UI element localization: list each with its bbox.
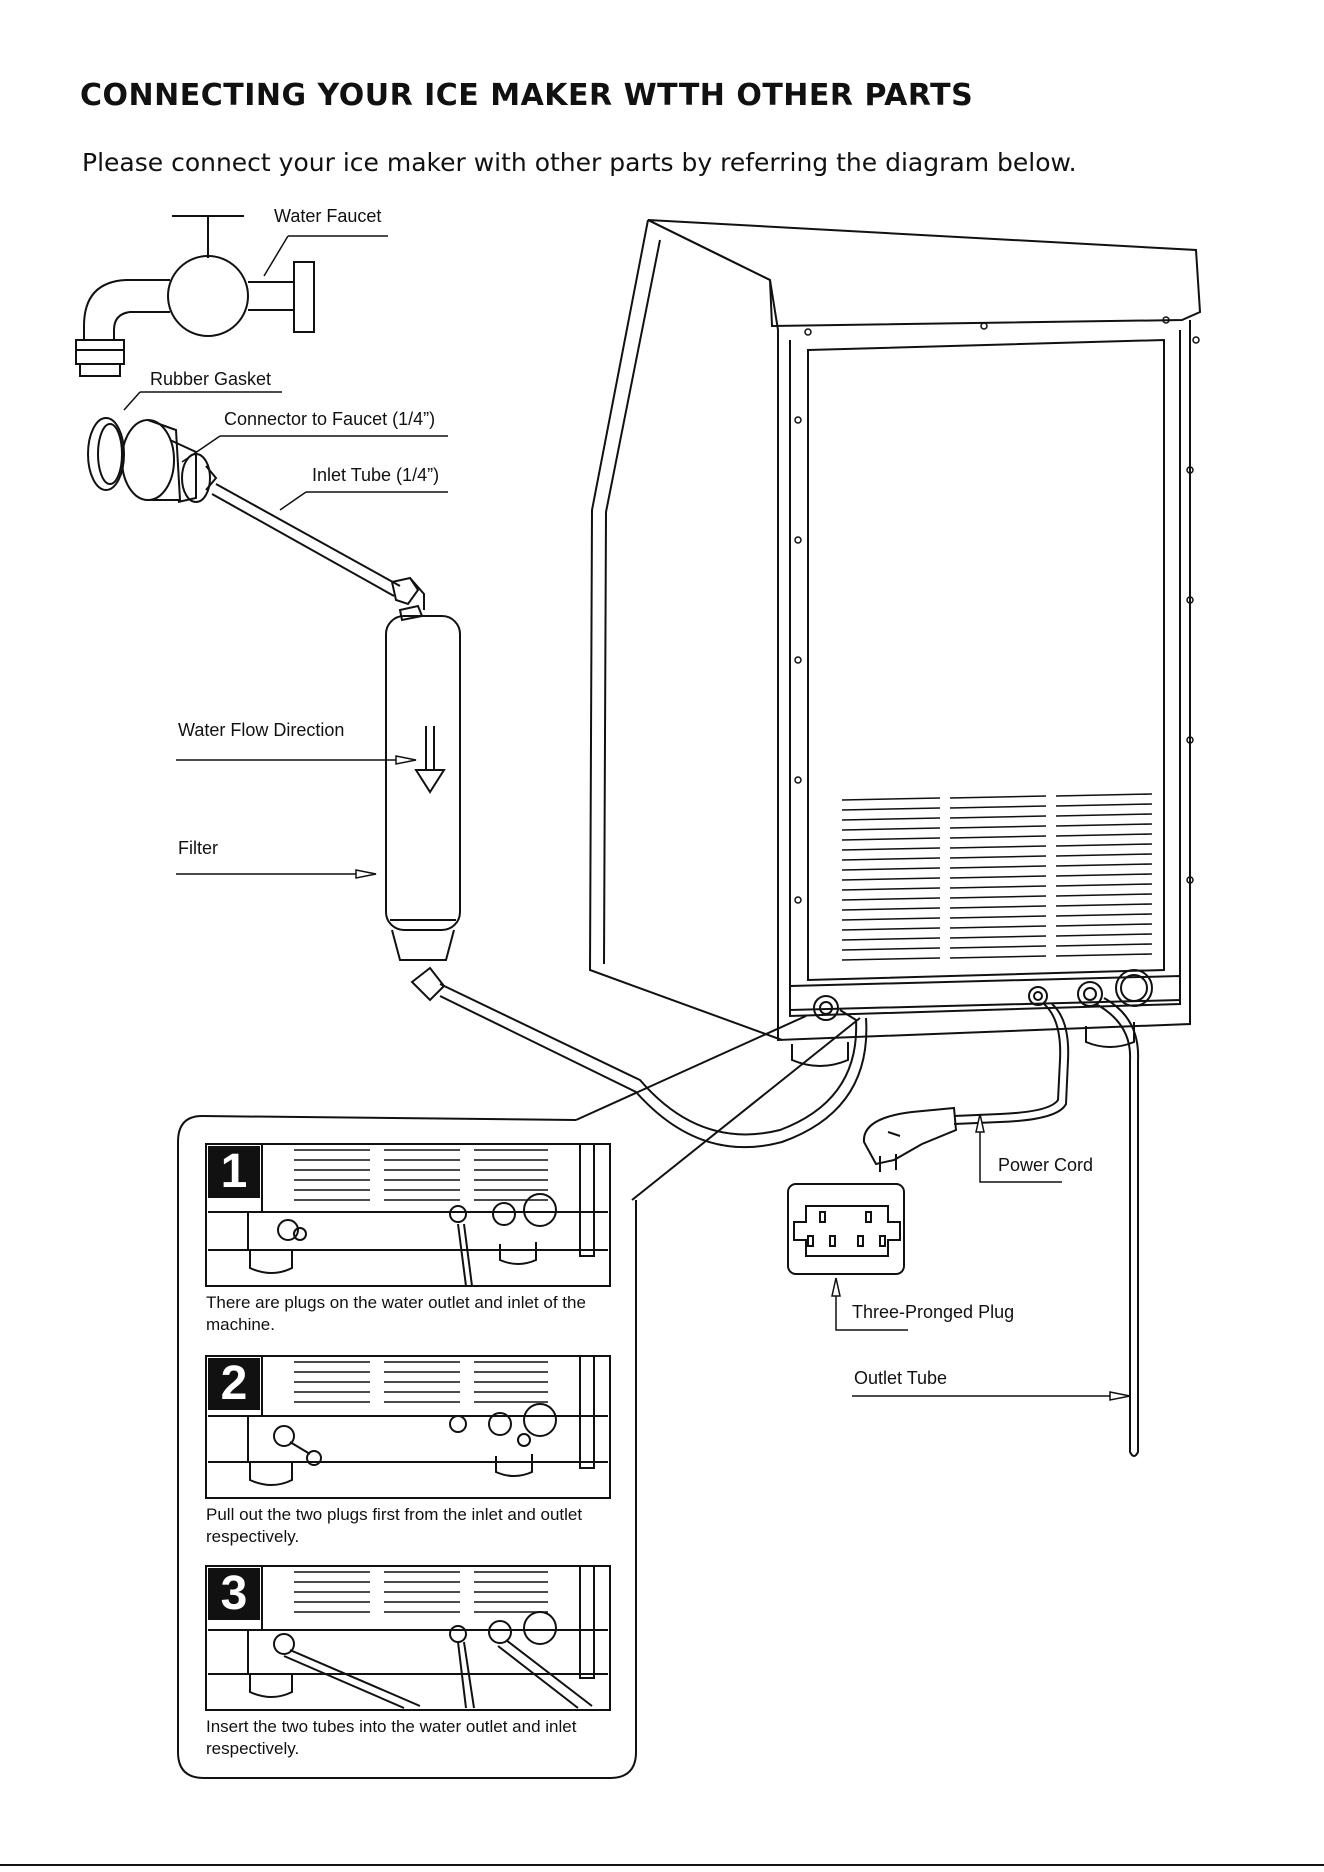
leader-arrows <box>355 755 1131 1401</box>
bottom-rule <box>0 1864 1324 1866</box>
step-2-text: Pull out the two plugs first from the in… <box>206 1505 583 1546</box>
step-1-badge: 1 <box>208 1146 260 1198</box>
step-2-image <box>205 1355 611 1499</box>
step-3-image <box>205 1565 611 1711</box>
gasket-connector-drawing <box>87 417 425 610</box>
step-1-image <box>205 1143 611 1287</box>
label-outlet-tube: Outlet Tube <box>854 1368 948 1388</box>
ice-maker-body <box>588 219 1202 1067</box>
label-three-pronged-plug: Three-Pronged Plug <box>852 1302 1015 1322</box>
body-vents <box>841 793 1153 961</box>
label-water-faucet: Water Faucet <box>274 206 382 226</box>
intro-text: Please connect your ice maker with other… <box>82 148 1077 177</box>
step-3-badge: 3 <box>208 1568 260 1620</box>
label-rubber-gasket: Rubber Gasket <box>150 369 272 389</box>
label-filter: Filter <box>178 838 218 858</box>
screws <box>794 316 1200 904</box>
socket-drawing <box>787 1183 905 1275</box>
page-title: CONNECTING YOUR ICE MAKER WTTH OTHER PAR… <box>80 78 974 113</box>
label-power-cord: Power Cord <box>998 1155 1094 1175</box>
step-2-badge: 2 <box>208 1358 260 1410</box>
body-ports <box>813 969 1153 1021</box>
filter-drawing <box>385 604 461 1002</box>
step-1-text: There are plugs on the water outlet and … <box>206 1293 586 1334</box>
water-faucet-drawing <box>75 215 315 377</box>
tubes-and-cord <box>439 983 1140 1457</box>
label-inlet-tube: Inlet Tube (1/4”) <box>312 465 440 485</box>
leader-lines <box>123 235 1128 1397</box>
step-3-text: Insert the two tubes into the water outl… <box>206 1717 577 1758</box>
label-water-flow-direction: Water Flow Direction <box>178 720 345 740</box>
label-connector-to-faucet: Connector to Faucet (1/4”) <box>224 409 436 429</box>
